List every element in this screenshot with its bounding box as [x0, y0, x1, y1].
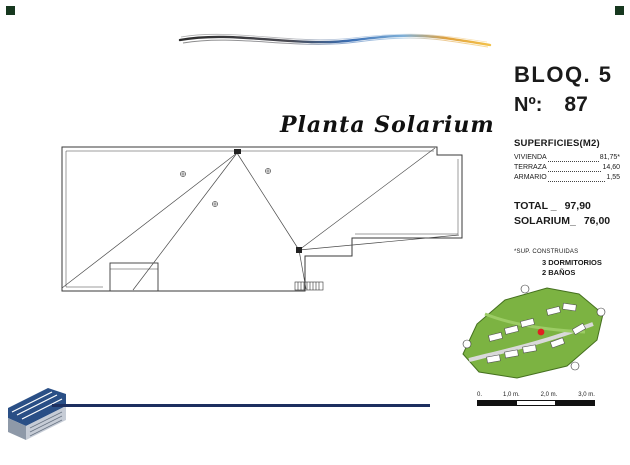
row-value: 14,60	[602, 164, 620, 171]
logo-stripes	[11, 391, 63, 420]
dotted-leader	[547, 161, 599, 162]
scale-segment	[516, 401, 556, 405]
features-list: 3 DORMITORIOS 2 BAÑOS	[542, 258, 620, 278]
scale-label: 2,0 m.	[540, 392, 558, 398]
corner-marker-top-left	[6, 6, 15, 15]
scale-bar-segments	[477, 400, 595, 406]
footnote: *SUP. CONSTRUIDAS	[514, 249, 579, 255]
total-label: TOTAL _	[514, 200, 557, 212]
plot-number-badges	[462, 284, 606, 371]
feature-baths: 2 BAÑOS	[542, 268, 576, 277]
scale-label: 1,0 m.	[502, 392, 520, 398]
logo-floor-lines	[29, 411, 63, 437]
row-label: TERRAZA	[514, 164, 547, 171]
row-label: VIVIENDA	[514, 154, 547, 161]
scale-label: 3,0 m.	[578, 392, 595, 398]
current-block-marker	[537, 328, 545, 336]
info-panel: BLOQ. 5 Nº: 87 SUPERFICIES(M2) VIVIENDA …	[514, 62, 620, 278]
row-value: 1,55	[606, 174, 620, 181]
scale-label: 0.	[477, 392, 483, 398]
feature-bedrooms: 3 DORMITORIOS	[542, 258, 602, 267]
scale-segment	[555, 401, 595, 405]
scale-segment	[478, 401, 517, 405]
superficies-title: SUPERFICIES(M2)	[514, 138, 600, 149]
table-row: ARMARIO 1,55	[514, 173, 620, 183]
corner-marker-top-right	[615, 6, 624, 15]
scale-bar: 0. 1,0 m. 2,0 m. 3,0 m.	[477, 392, 595, 406]
drain-symbols	[180, 168, 271, 207]
row-value: 81,75*	[599, 154, 620, 161]
swoosh-graphic	[178, 33, 492, 48]
plan-title: Planta Solarium	[280, 112, 495, 138]
unit-number-value: 87	[564, 93, 588, 116]
solarium-row: SOLARIUM_ 76,00	[514, 215, 620, 227]
unit-number-label: Nº:	[514, 94, 543, 116]
garden-path	[484, 312, 586, 334]
dotted-leader	[547, 181, 606, 182]
superficies-table: VIVIENDA 81,75* TERRAZA 14,60 ARMARIO 1,…	[514, 153, 620, 183]
logo-front-face	[26, 406, 66, 440]
building-blocks	[486, 302, 587, 364]
floor-plan-drawing	[61, 146, 463, 292]
grille-hatch	[294, 281, 324, 291]
total-row: TOTAL _ 97,90	[514, 200, 620, 212]
logo-side-face	[8, 418, 26, 440]
unit-number-row: Nº: 87	[514, 93, 620, 117]
table-row: TERRAZA 14,60	[514, 163, 620, 173]
block-label: BLOQ. 5	[514, 62, 613, 87]
parapet-lines	[65, 150, 459, 288]
roof-point-markers	[234, 149, 302, 253]
stair-box	[109, 262, 159, 292]
footer-accent-line	[52, 404, 430, 407]
site-minimap	[462, 284, 606, 379]
scale-labels: 0. 1,0 m. 2,0 m. 3,0 m.	[477, 392, 595, 399]
solarium-value: 76,00	[583, 215, 611, 227]
dotted-leader	[547, 171, 602, 172]
company-logo	[8, 388, 66, 440]
row-label: ARMARIO	[514, 174, 547, 181]
table-row: VIVIENDA 81,75*	[514, 153, 620, 163]
total-value: 97,90	[564, 200, 591, 212]
solarium-label: SOLARIUM_	[514, 215, 576, 227]
roof-slope-lines	[61, 147, 460, 291]
totals-block: TOTAL _ 97,90 SOLARIUM_ 76,00	[514, 200, 620, 227]
